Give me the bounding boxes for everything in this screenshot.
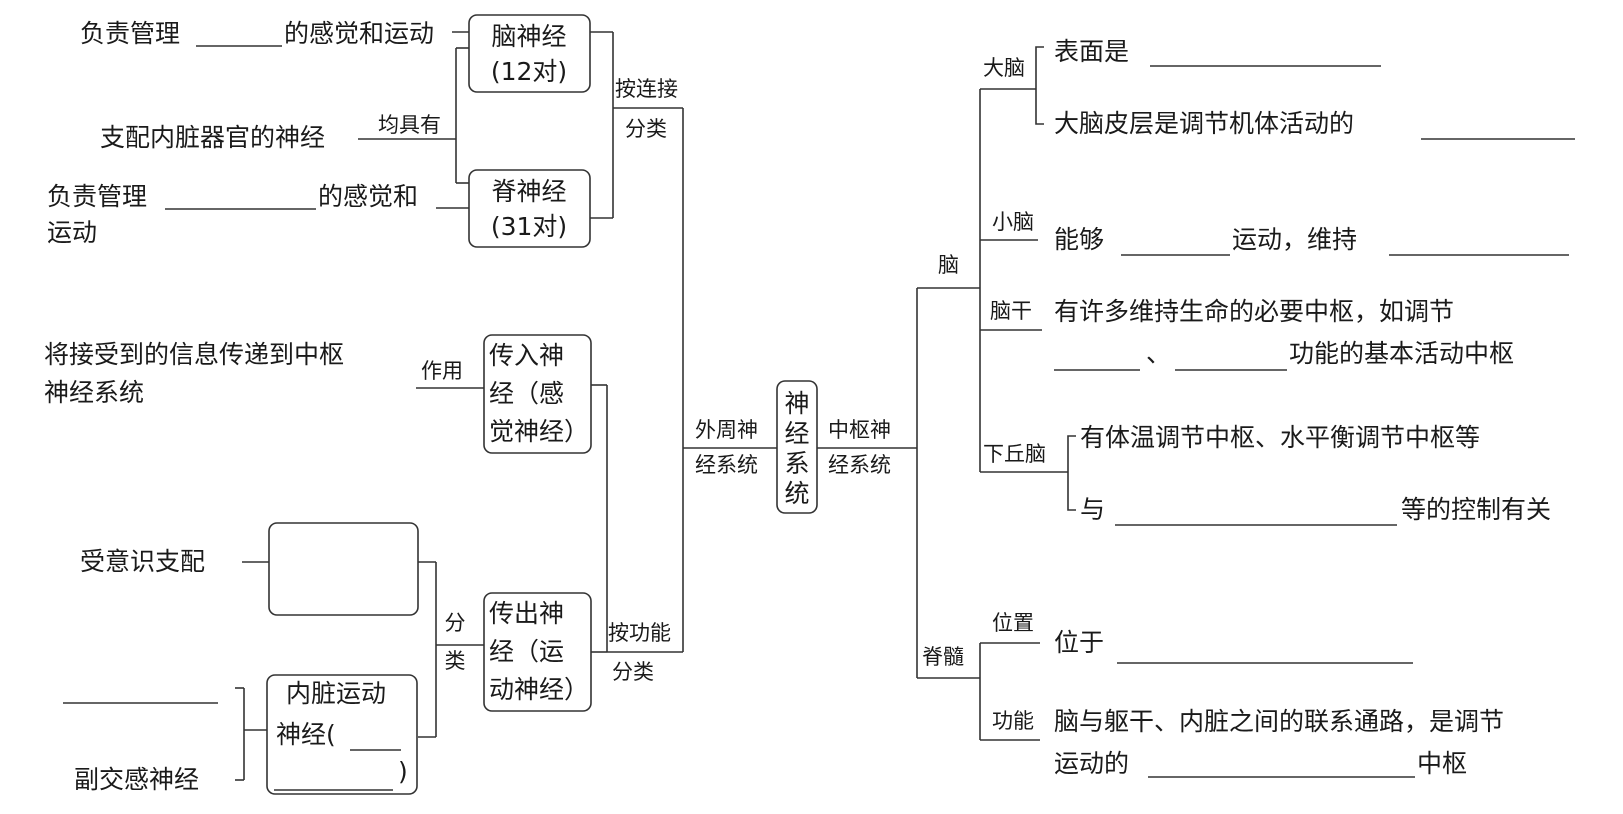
hypothalamus-item-2-suffix: 等的控制有关 [1401, 495, 1551, 524]
cerebrum-group: 大脑 表面是 大脑皮层是调节机体活动的 [980, 37, 1575, 140]
cerebrum-item-2-prefix: 大脑皮层是调节机体活动的 [1054, 109, 1354, 138]
efferent-classify-1: 分 [445, 611, 466, 635]
hypothalamus-item-1: 有体温调节中枢、水平衡调节中枢等 [1080, 423, 1480, 452]
spinal-nerve-label-2: (31对) [491, 212, 567, 241]
by-connection-label-2: 分类 [625, 117, 667, 141]
by-connection-label-1: 按连接 [615, 77, 678, 101]
afferent-nerve-node: 传入神 经（感 觉神经） 作用 将接受到的信息传递到中枢 神经系统 [44, 334, 592, 454]
spinal-position-label: 位置 [992, 611, 1034, 635]
cranial-desc-suffix: 的感觉和运动 [284, 19, 434, 48]
hypothalamus-label: 下丘脑 [983, 442, 1046, 466]
afferent-label-2: 经（感 [489, 379, 564, 408]
cerebrum-label: 大脑 [983, 56, 1025, 80]
afferent-nerve-box [483, 334, 592, 454]
spinal-nerve-label-1: 脊神经 [491, 177, 566, 206]
spinal-function-line1: 脑与躯干、内脏之间的联系通路，是调节 [1054, 707, 1504, 736]
by-function-label-2: 分类 [612, 660, 654, 684]
afferent-link-label: 作用 [421, 359, 463, 383]
efferent-label-3: 动神经） [489, 675, 589, 704]
cranial-nerve-node: 脑神经 (12对) 负责管理 的感觉和运动 [80, 14, 591, 93]
peripheral-label-1: 外周神 [695, 418, 758, 442]
afferent-label-1: 传入神 [489, 341, 564, 370]
root-box [776, 380, 818, 514]
cranial-nerve-box [468, 14, 591, 93]
brainstem-label: 脑干 [990, 299, 1032, 323]
cerebellum-prefix: 能够 [1054, 225, 1104, 254]
spinal-cord-label: 脊髓 [922, 645, 964, 669]
visceral-motor-label-2: 神经( [276, 720, 336, 749]
spinal-position-prefix: 位于 [1054, 628, 1104, 657]
cranial-nerve-label-2: (12对) [491, 57, 567, 86]
efferent-label-1: 传出神 [489, 599, 564, 628]
central-label-1: 中枢神 [828, 418, 891, 442]
hypothalamus-group: 下丘脑 有体温调节中枢、水平衡调节中枢等 与 等的控制有关 [980, 423, 1551, 526]
cranial-desc-prefix: 负责管理 [80, 19, 180, 48]
parasympathetic-label: 副交感神经 [74, 765, 199, 794]
efferent-classify-2: 类 [445, 649, 466, 673]
peripheral-label-2: 经系统 [695, 453, 758, 477]
afferent-label-3: 觉神经） [489, 417, 589, 446]
spinal-function-label: 功能 [992, 709, 1034, 733]
afferent-desc-2: 神经系统 [44, 378, 144, 407]
spinal-nerve-node: 脊神经 (31对) 负责管理 的感觉和 运动 [47, 169, 591, 248]
spinal-desc-prefix: 负责管理 [47, 182, 147, 211]
cerebellum-label: 小脑 [992, 210, 1034, 234]
spinal-function-line2-suffix: 中枢 [1417, 749, 1467, 778]
shared-link-label: 均具有 [378, 113, 441, 137]
brainstem-line2-suffix: 功能的基本活动中枢 [1289, 339, 1514, 368]
hypothalamus-item-2-prefix: 与 [1080, 495, 1105, 524]
efferent-label-2: 经（运 [489, 637, 564, 666]
cerebellum-middle: 运动，维持 [1232, 225, 1357, 254]
root-label-4: 统 [784, 479, 809, 508]
efferent-nerve-box [483, 592, 592, 712]
brainstem-group: 脑干 有许多维持生命的必要中枢，如调节 、 功能的基本活动中枢 [980, 297, 1514, 371]
spinal-desc-line2: 运动 [47, 218, 97, 247]
efferent-nerve-node: 传出神 经（运 动神经） 分 类 受意识支配 内脏运动 神经( ) [63, 522, 592, 795]
brainstem-sep: 、 [1146, 339, 1171, 368]
cerebrum-item-1-prefix: 表面是 [1054, 37, 1129, 66]
somatic-nerve-blank-box[interactable] [268, 522, 419, 616]
peripheral-branch: 外周神 经系统 按连接 分类 脑神经 (12对) 负责管理 的感觉和运动 脊神经 [44, 14, 777, 795]
root-label-1: 神 [784, 389, 809, 418]
central-branch: 中枢神 经系统 脑 大脑 表面是 大脑皮层是调节机体活动的 小脑 能够 [817, 37, 1575, 778]
spinal-cord-group: 脊髓 位置 位于 功能 脑与躯干、内脏之间的联系通路，是调节 运动的 中枢 [917, 611, 1504, 778]
shared-visceral-group: 均具有 支配内脏器官的神经 [100, 47, 469, 184]
visceral-motor-box [266, 674, 418, 795]
root-label-3: 系 [784, 449, 809, 478]
afferent-desc-1: 将接受到的信息传递到中枢 [44, 340, 344, 369]
spinal-desc-suffix: 的感觉和 [318, 182, 418, 211]
visceral-motor-label-3: ) [398, 757, 408, 786]
brain-label: 脑 [938, 253, 959, 277]
by-function-label-1: 按功能 [608, 621, 671, 645]
by-connection-group: 按连接 分类 [590, 31, 683, 219]
brainstem-line1: 有许多维持生命的必要中枢，如调节 [1054, 297, 1454, 326]
brain-group: 脑 大脑 表面是 大脑皮层是调节机体活动的 小脑 能够 运动，维持 [917, 37, 1575, 526]
root-label-2: 经 [784, 419, 809, 448]
somatic-desc: 受意识支配 [80, 547, 205, 576]
shared-visceral-text: 支配内脏器官的神经 [100, 123, 325, 152]
by-function-group: 按功能 分类 [591, 384, 683, 684]
spinal-function-line2-prefix: 运动的 [1054, 749, 1129, 778]
central-label-2: 经系统 [828, 453, 891, 477]
visceral-motor-label-1: 内脏运动 [286, 679, 386, 708]
cerebellum-group: 小脑 能够 运动，维持 [980, 210, 1569, 256]
root-node: 神 经 系 统 [776, 380, 818, 514]
cranial-nerve-label-1: 脑神经 [491, 22, 566, 51]
